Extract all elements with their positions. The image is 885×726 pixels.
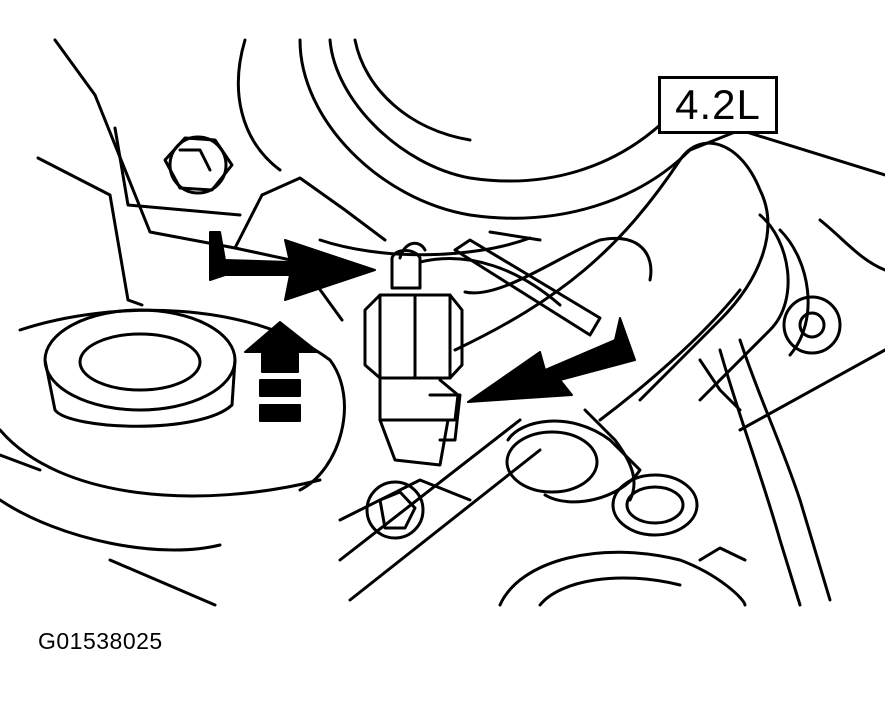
upper-pulley-housing xyxy=(298,38,692,257)
arrow-left-pointing-right-icon xyxy=(209,231,376,301)
hose-clamp xyxy=(505,408,699,537)
arrow-right-pointing-left-icon xyxy=(467,317,636,403)
engine-size-label: 4.2L xyxy=(658,76,778,134)
wiring-bundle-right xyxy=(688,128,885,607)
lower-pulley xyxy=(498,546,747,607)
sensor-wire-harness xyxy=(418,230,653,337)
figure-id: G01538025 xyxy=(38,628,163,654)
filter-mount xyxy=(0,308,346,607)
sensor-body xyxy=(363,241,464,467)
engine-size-text: 4.2L xyxy=(675,81,761,128)
bolt-head-lower xyxy=(338,478,472,540)
arrow-upward-icon xyxy=(244,321,319,422)
bolt-head-upper xyxy=(163,135,234,195)
